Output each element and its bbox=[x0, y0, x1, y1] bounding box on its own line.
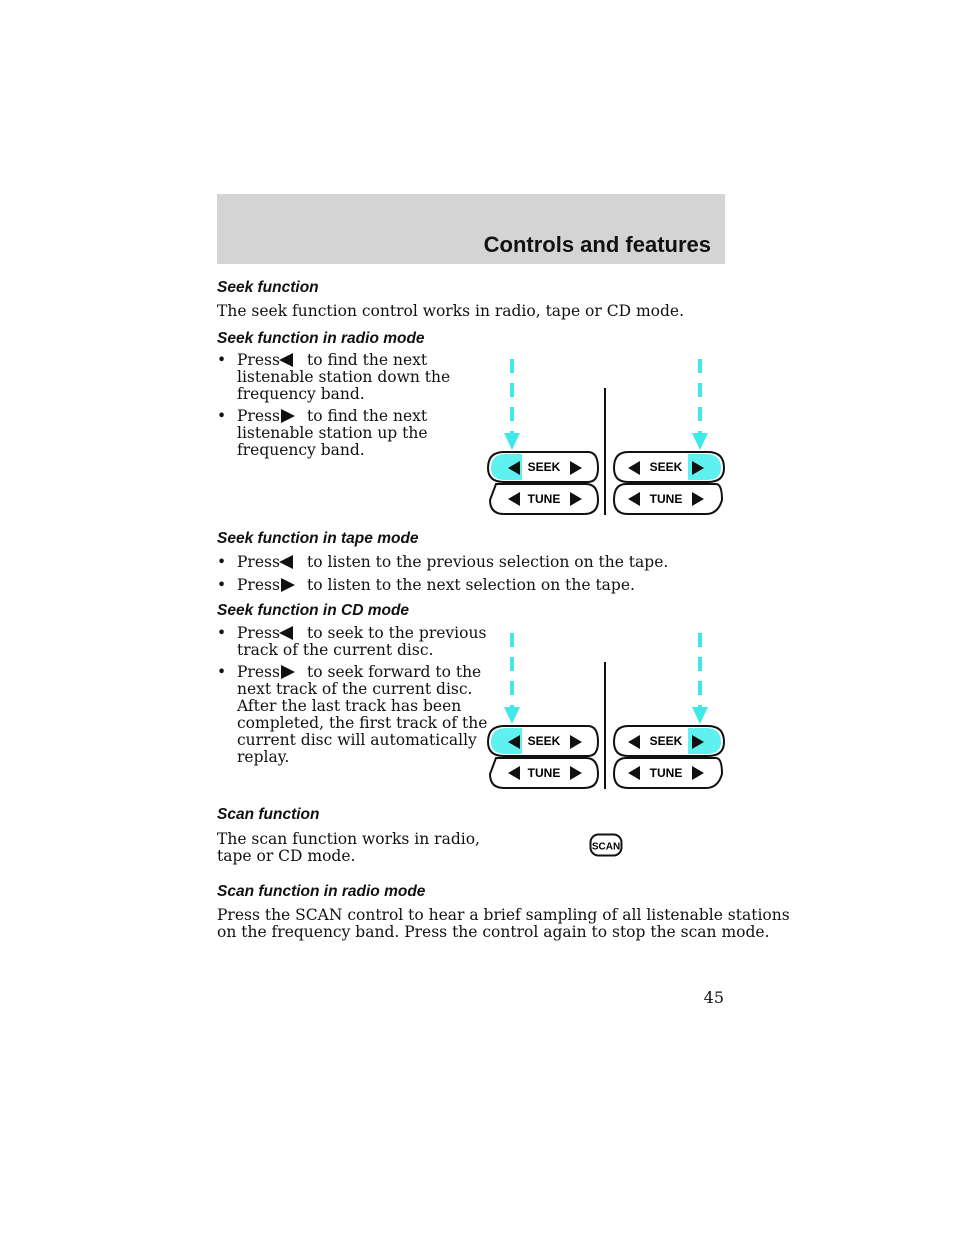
seek-right-icon bbox=[281, 665, 295, 679]
scan-radio-text-2: on the frequency band. Press the control… bbox=[217, 923, 770, 941]
scan-radio-text-1: Press the SCAN control to hear a brief s… bbox=[217, 906, 790, 924]
seek-left-icon bbox=[279, 626, 293, 640]
seek-left-icon bbox=[279, 555, 293, 569]
page-number: 45 bbox=[703, 988, 724, 1007]
svg-text:SCAN: SCAN bbox=[592, 842, 620, 853]
scan-intro-1: The scan function works in radio, bbox=[217, 830, 480, 848]
seek-button-left[interactable]: SEEK bbox=[486, 725, 600, 757]
header-band: Controls and features bbox=[217, 194, 725, 264]
seek-button-left[interactable]: SEEK bbox=[486, 451, 600, 483]
svg-text:TUNE: TUNE bbox=[650, 766, 683, 780]
scan-intro-2: tape or CD mode. bbox=[217, 847, 356, 865]
svg-text:TUNE: TUNE bbox=[650, 492, 683, 506]
seek-tape-heading: Seek function in tape mode bbox=[217, 530, 419, 547]
seek-right-icon bbox=[281, 409, 295, 423]
seek-button-right[interactable]: SEEK bbox=[612, 725, 726, 757]
seek-right-icon bbox=[281, 578, 295, 592]
scan-radio-heading: Scan function in radio mode bbox=[217, 883, 426, 900]
svg-text:TUNE: TUNE bbox=[528, 766, 561, 780]
svg-text:SEEK: SEEK bbox=[528, 734, 561, 748]
scan-heading: Scan function bbox=[217, 806, 320, 823]
tune-button-right[interactable]: TUNE bbox=[612, 757, 724, 789]
svg-text:SEEK: SEEK bbox=[650, 460, 683, 474]
seek-intro: The seek function control works in radio… bbox=[217, 302, 684, 320]
seek-up-arrow bbox=[692, 633, 708, 724]
svg-text:SEEK: SEEK bbox=[528, 460, 561, 474]
scan-button-icon: SCAN bbox=[589, 833, 623, 857]
tune-button-left[interactable]: TUNE bbox=[488, 483, 600, 515]
seek-down-arrow bbox=[504, 359, 520, 450]
seek-down-arrow bbox=[504, 633, 520, 724]
seek-tune-diagram-radio: SEEK TUNE SEEK TUNE bbox=[486, 359, 726, 515]
svg-text:TUNE: TUNE bbox=[528, 492, 561, 506]
seek-cd-heading: Seek function in CD mode bbox=[217, 602, 410, 619]
seek-heading: Seek function bbox=[217, 279, 319, 296]
seek-tune-diagram-cd: SEEK TUNE SEEK TUNE bbox=[486, 633, 726, 789]
tune-button-right[interactable]: TUNE bbox=[612, 483, 724, 515]
page-title: Controls and features bbox=[483, 232, 711, 257]
seek-up-arrow bbox=[692, 359, 708, 450]
seek-left-icon bbox=[279, 353, 293, 367]
svg-text:SEEK: SEEK bbox=[650, 734, 683, 748]
seek-radio-heading: Seek function in radio mode bbox=[217, 330, 425, 347]
tune-button-left[interactable]: TUNE bbox=[488, 757, 600, 789]
seek-button-right[interactable]: SEEK bbox=[612, 451, 726, 483]
